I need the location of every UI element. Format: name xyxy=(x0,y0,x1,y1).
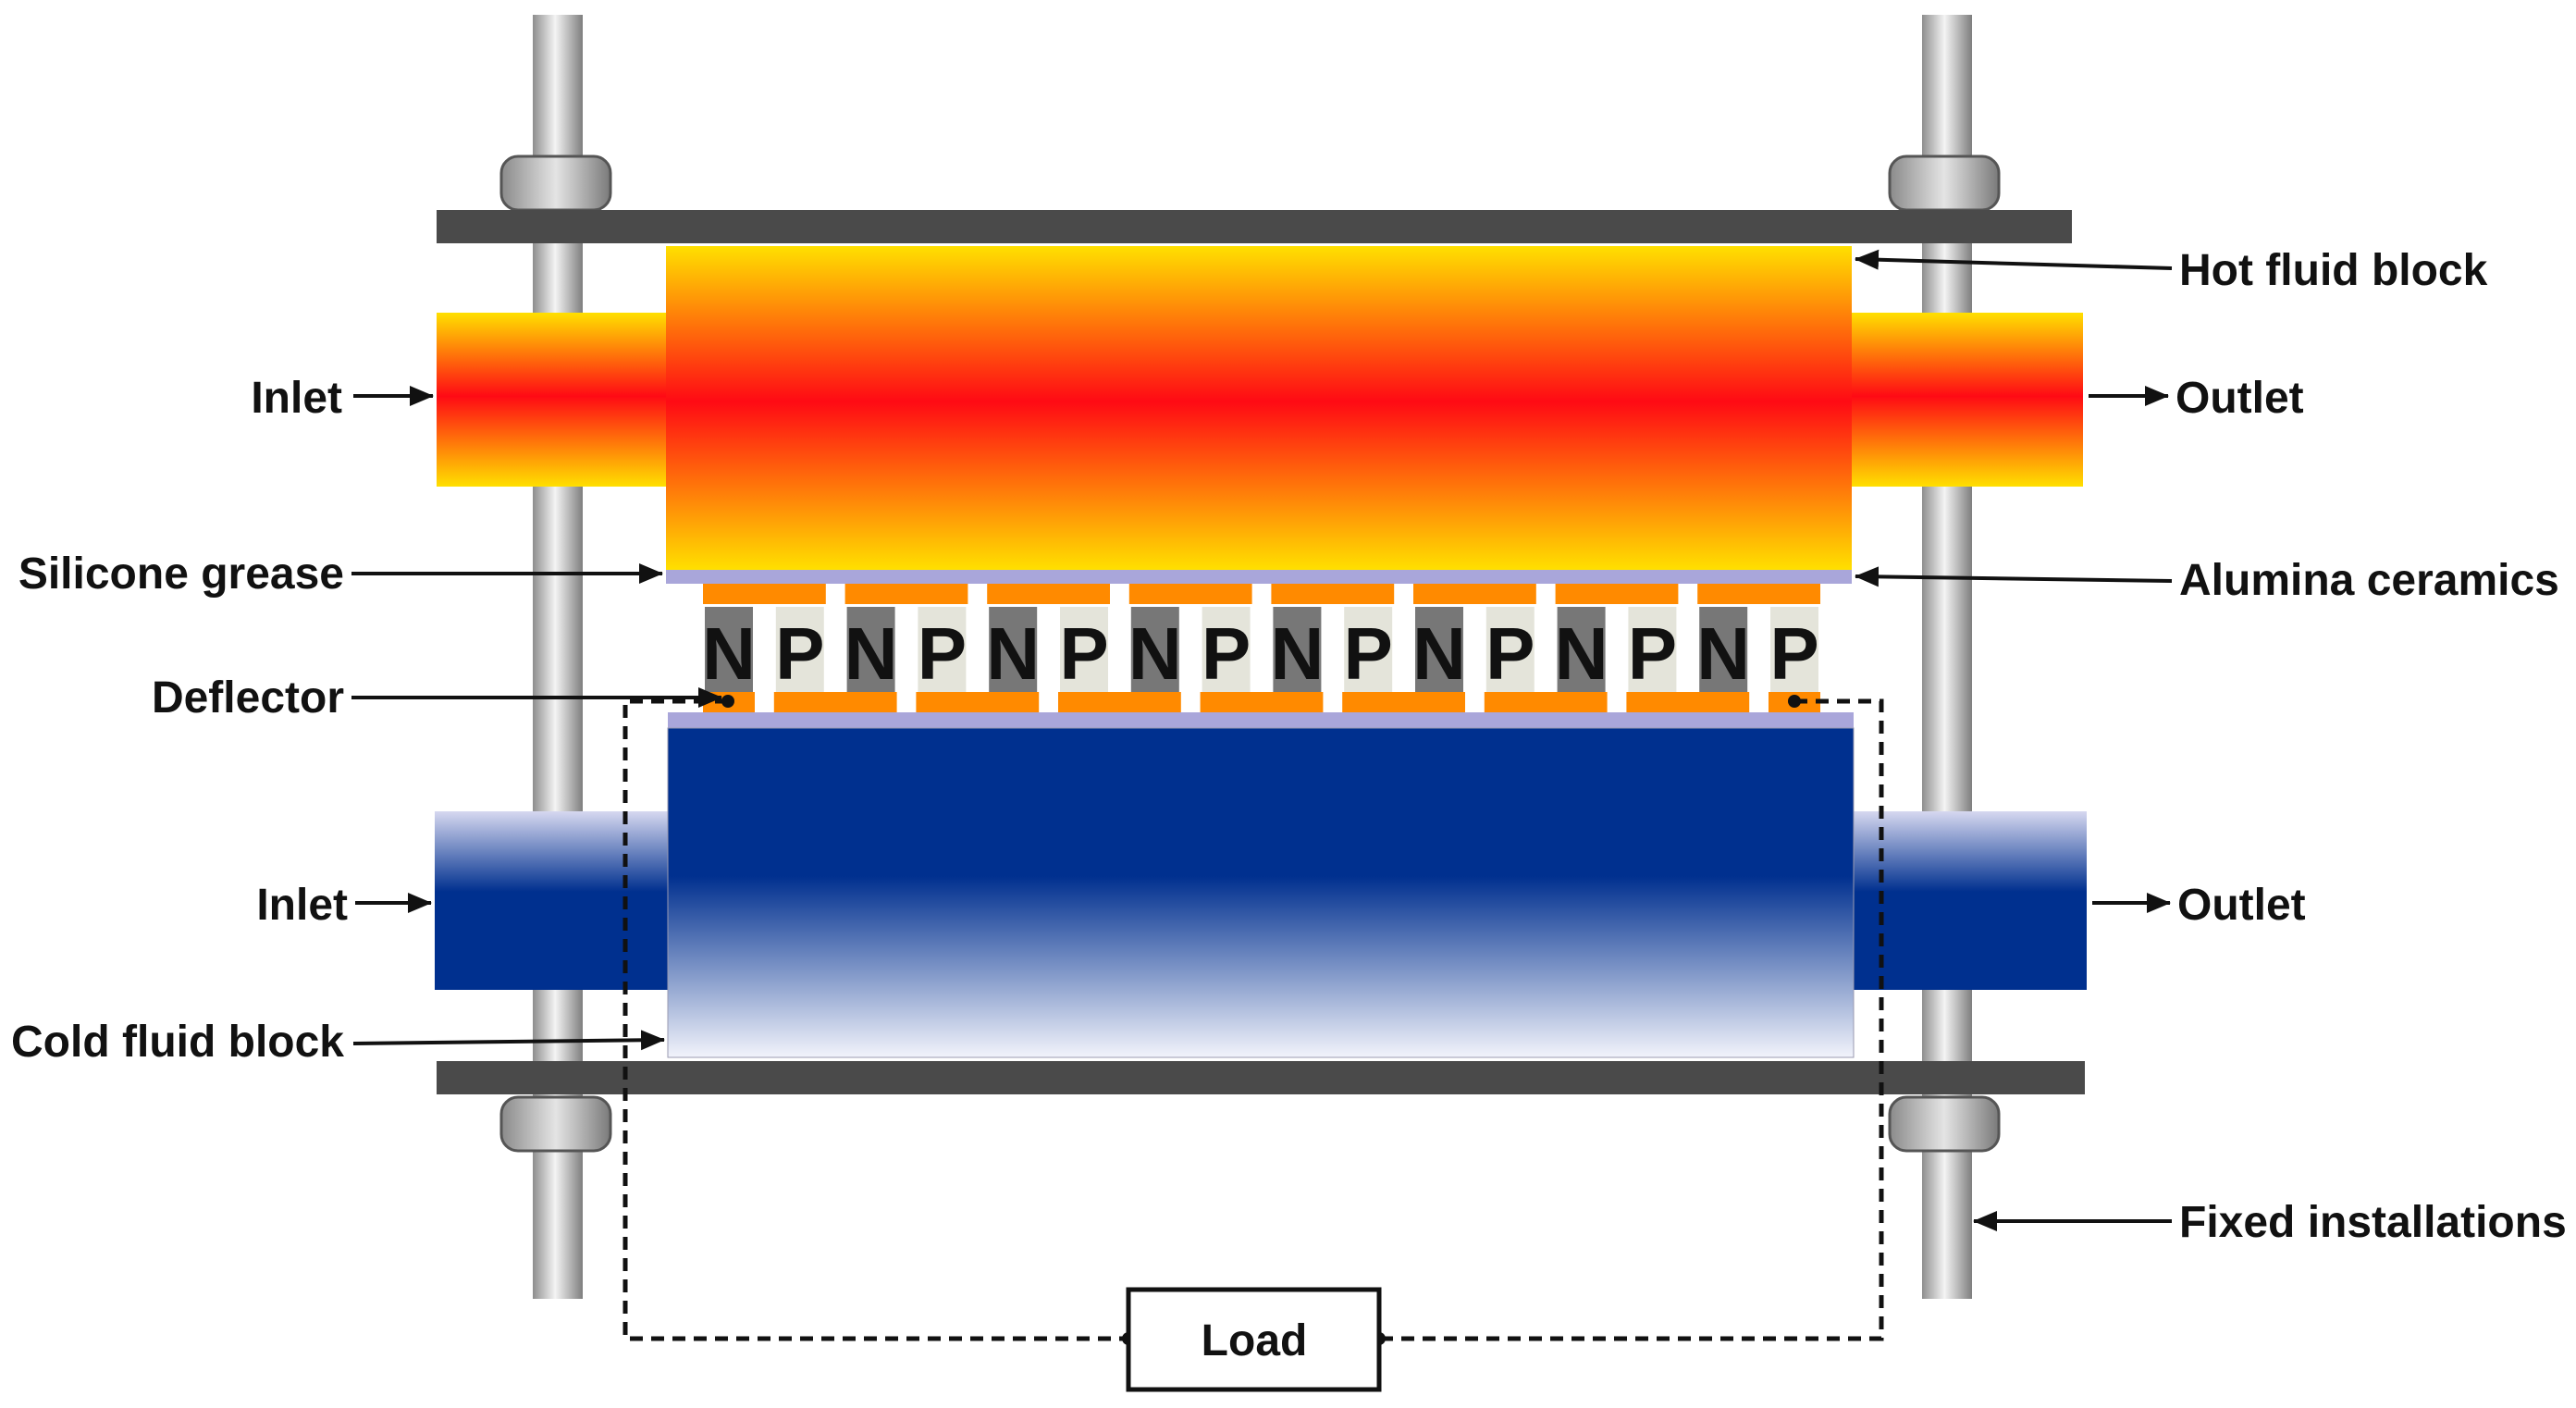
electrode-top xyxy=(703,584,826,604)
leg-type-label: N xyxy=(1271,612,1325,695)
leg-type-label: P xyxy=(1485,612,1535,695)
label-inlet-bottom: Inlet xyxy=(256,881,348,930)
n-type-leg xyxy=(1557,607,1606,692)
label-deflector: Deflector xyxy=(152,673,344,723)
cold-inlet-pipe xyxy=(435,811,670,990)
leg-type-label: N xyxy=(702,612,756,695)
label-silicone-grease: Silicone grease xyxy=(18,550,344,599)
p-type-leg xyxy=(1060,607,1108,692)
terminal-dot-right xyxy=(1788,695,1801,708)
bottom-plate xyxy=(437,1061,2085,1094)
leg-type-label: N xyxy=(986,612,1040,695)
nut-top-right xyxy=(1888,154,2001,212)
load-box xyxy=(1126,1287,1382,1392)
arrow-cold-fluid-block xyxy=(352,1030,665,1051)
nut-bottom-right xyxy=(1888,1095,2001,1153)
circuit-wire-right xyxy=(1379,698,1884,1341)
electrode-top xyxy=(1128,584,1252,604)
electrode-top xyxy=(1697,584,1820,604)
p-type-leg xyxy=(1202,607,1251,692)
n-type-leg xyxy=(1699,607,1748,692)
leg-type-label: P xyxy=(1059,612,1108,695)
terminal-dot-left xyxy=(721,695,734,708)
leg-type-label: N xyxy=(1128,612,1182,695)
label-fixed-installations: Fixed installations xyxy=(2179,1198,2567,1247)
electrode-top xyxy=(1413,584,1536,604)
hot-fluid-block xyxy=(666,246,1852,570)
leg-type-label: N xyxy=(1555,612,1608,695)
leg-type-label: P xyxy=(1628,612,1677,695)
electrode-top xyxy=(844,584,968,604)
n-type-leg xyxy=(989,607,1038,692)
n-type-leg xyxy=(1415,607,1463,692)
label-outlet-bottom: Outlet xyxy=(2177,881,2306,930)
leg-type-label: N xyxy=(844,612,898,695)
leg-type-label: P xyxy=(775,612,824,695)
electrode-bottom xyxy=(773,692,897,712)
label-outlet-top: Outlet xyxy=(2175,374,2304,423)
p-type-leg xyxy=(775,607,824,692)
alumina-ceramic-bottom xyxy=(668,712,1854,728)
electrode-bottom xyxy=(1058,692,1181,712)
p-type-leg xyxy=(1344,607,1393,692)
n-type-leg xyxy=(846,607,895,692)
circuit-wire-left xyxy=(622,698,1128,1341)
p-type-leg xyxy=(1485,607,1535,692)
load-label: Load xyxy=(1202,1316,1308,1365)
electrode-bottom xyxy=(1484,692,1608,712)
label-alumina-ceramics: Alumina ceramics xyxy=(2179,556,2559,605)
leg-type-label: P xyxy=(1769,612,1818,695)
n-type-leg xyxy=(1273,607,1322,692)
hot-outlet-pipe xyxy=(1852,313,2083,487)
top-plate xyxy=(437,210,2072,243)
n-type-leg xyxy=(1130,607,1179,692)
electrode-bottom xyxy=(1200,692,1324,712)
arrow-hot-fluid-block xyxy=(1855,249,2173,270)
n-type-leg xyxy=(705,607,753,692)
leg-type-label: N xyxy=(1412,612,1466,695)
arrow-alumina-ceramics xyxy=(1855,566,2173,587)
electrode-top xyxy=(987,584,1110,604)
electrode-bottom xyxy=(916,692,1040,712)
leg-type-label: P xyxy=(1344,612,1393,695)
leg-type-label: P xyxy=(1202,612,1251,695)
p-type-leg xyxy=(918,607,967,692)
electrode-bottom xyxy=(1626,692,1750,712)
nut-bottom-left xyxy=(499,1095,612,1153)
nut-top-left xyxy=(499,154,612,212)
alumina-ceramic-top xyxy=(666,570,1852,584)
label-hot-fluid-block: Hot fluid block xyxy=(2179,246,2488,295)
cold-fluid-block xyxy=(667,727,1855,1058)
leg-type-label: N xyxy=(1696,612,1750,695)
cold-outlet-pipe xyxy=(1852,811,2087,990)
p-type-leg xyxy=(1628,607,1677,692)
label-cold-fluid-block: Cold fluid block xyxy=(11,1018,344,1067)
electrode-top xyxy=(1271,584,1395,604)
electrode-bottom xyxy=(1342,692,1465,712)
leg-type-label: P xyxy=(918,612,967,695)
p-type-leg xyxy=(1770,607,1818,692)
hot-inlet-pipe xyxy=(437,313,668,487)
electrode-top xyxy=(1555,584,1679,604)
label-inlet-top: Inlet xyxy=(251,374,342,423)
